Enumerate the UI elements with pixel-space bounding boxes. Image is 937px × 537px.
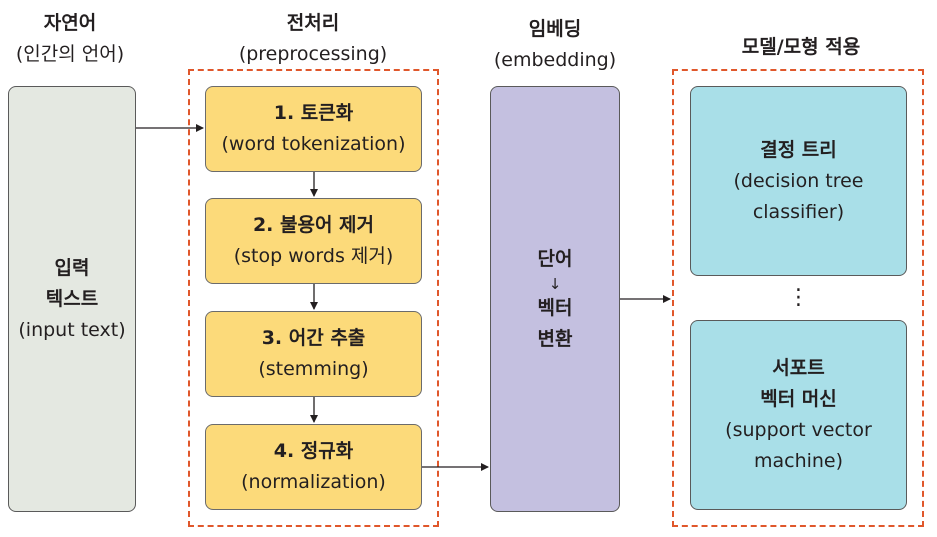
- embedding-line3: 변환: [537, 327, 573, 350]
- step-tokenization-subtitle: (word tokenization): [221, 133, 406, 155]
- step-stopwords-title: 2. 불용어 제거: [252, 214, 375, 236]
- header-embedding-title: 임베딩: [528, 18, 582, 40]
- svm-box: 서포트 벡터 머신 (support vector machine): [690, 320, 907, 510]
- decision-tree-box: 결정 트리 (decision tree classifier): [690, 86, 907, 276]
- ellipsis-icon: ⋮: [787, 285, 810, 310]
- preprocessing-group: [188, 69, 439, 527]
- header-natural-language: 자연어 (인간의 언어): [0, 8, 140, 70]
- header-model-title: 모델/모형 적용: [741, 36, 861, 58]
- header-preprocessing: 전처리 (preprocessing): [200, 8, 426, 70]
- step-stemming-subtitle: (stemming): [258, 358, 369, 380]
- embedding-box: 단어 ↓ 벡터 변환: [490, 86, 620, 512]
- step-tokenization-title: 1. 토큰화: [273, 102, 354, 124]
- decision-tree-sub2: classifier): [752, 200, 845, 223]
- step-normalization-title: 4. 정규화: [273, 440, 354, 462]
- step-normalization-box: 4. 정규화 (normalization): [205, 424, 422, 510]
- step-stopwords-box: 2. 불용어 제거 (stop words 제거): [205, 198, 422, 284]
- embedding-line2: 벡터: [537, 296, 573, 319]
- header-preprocessing-subtitle: (preprocessing): [238, 43, 388, 65]
- svm-title2: 벡터 머신: [760, 388, 837, 410]
- decision-tree-title: 결정 트리: [760, 138, 837, 161]
- svm-sub1: (support vector: [725, 419, 872, 441]
- step-normalization-subtitle: (normalization): [241, 471, 386, 493]
- decision-tree-sub1: (decision tree: [733, 169, 864, 192]
- input-text-box: 입력 텍스트 (input text): [8, 86, 136, 512]
- step-stopwords-subtitle: (stop words 제거): [233, 245, 394, 267]
- header-natural-language-subtitle: (인간의 언어): [15, 43, 125, 65]
- embedding-arrow-icon: ↓: [548, 274, 562, 293]
- header-embedding-subtitle: (embedding): [493, 49, 617, 71]
- model-group: [672, 69, 924, 527]
- input-text-line2: 텍스트: [45, 287, 99, 310]
- input-text-line1: 입력: [54, 256, 90, 279]
- header-natural-language-title: 자연어: [43, 12, 97, 34]
- step-tokenization-box: 1. 토큰화 (word tokenization): [205, 86, 422, 172]
- svm-title1: 서포트: [772, 357, 825, 379]
- header-embedding: 임베딩 (embedding): [470, 14, 640, 76]
- svm-sub2: machine): [753, 450, 844, 472]
- step-stemming-box: 3. 어간 추출 (stemming): [205, 311, 422, 397]
- step-stemming-title: 3. 어간 추출: [261, 327, 366, 349]
- header-preprocessing-title: 전처리: [286, 12, 340, 34]
- embedding-line1: 단어: [537, 247, 573, 270]
- input-text-line3: (input text): [18, 318, 126, 341]
- header-model: 모델/모형 적용: [676, 32, 926, 63]
